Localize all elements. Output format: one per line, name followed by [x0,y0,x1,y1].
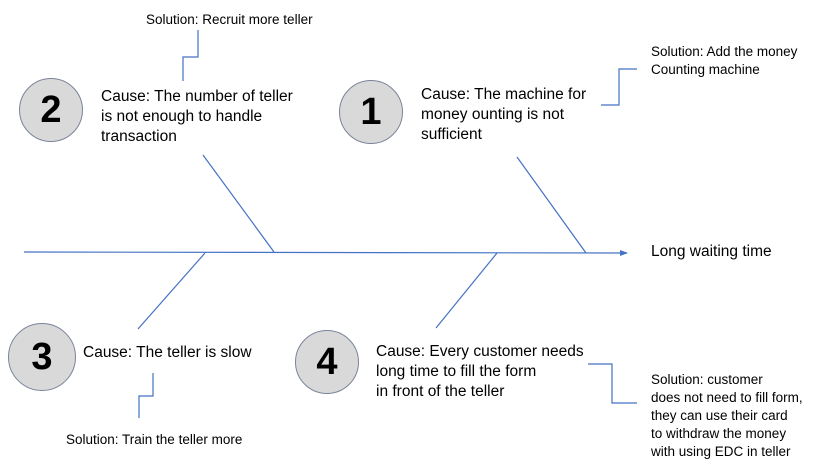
connector-solution-1 [601,68,637,106]
solution-text-4: Solution: customer does not need to fill… [651,372,803,459]
effect-label: Long waiting time [651,243,772,260]
cause-number-badge-4: 4 [295,330,359,394]
cause-number-badge-2: 2 [19,78,83,142]
cause-text-2: Cause: The number of teller is not enoug… [101,88,293,145]
bone-cause-2 [202,154,275,253]
connector-solution-2 [182,30,199,81]
spine-arrow [23,249,628,256]
connector-solution-3 [138,373,154,418]
solution-text-3: Solution: Train the teller more [66,432,243,447]
connector-solution-4 [588,363,637,404]
bone-cause-1 [516,156,587,254]
bone-cause-3 [137,252,206,330]
bone-cause-4 [435,252,498,329]
solution-text-1: Solution: Add the money Counting machine [651,44,798,77]
cause-number-badge-1: 1 [339,80,403,144]
cause-text-3: Cause: The teller is slow [83,344,252,361]
cause-text-4: Cause: Every customer needs long time to… [376,343,584,400]
solution-text-2: Solution: Recruit more teller [146,12,313,27]
cause-text-1: Cause: The machine for money ounting is … [421,86,587,143]
cause-number-badge-3: 3 [8,323,76,391]
